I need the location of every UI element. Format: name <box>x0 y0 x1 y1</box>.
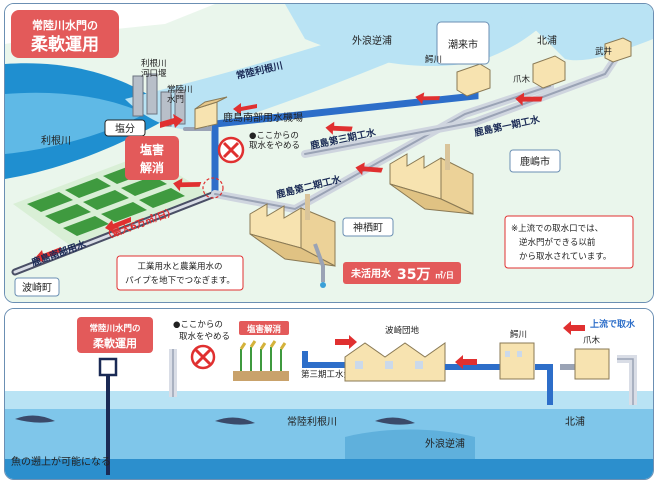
connect-note: 工業用水と農業用水の パイプを地下でつなぎます。 <box>116 255 244 291</box>
outflow-icon <box>313 243 325 282</box>
tsumeki-building-icon <box>574 348 610 380</box>
tone-river-label: 利根川 <box>41 134 71 147</box>
svg-text:塩害: 塩害 <box>140 142 164 157</box>
factory-icon <box>389 144 474 215</box>
weir-gate-icon <box>132 73 186 127</box>
upstream-note: ※上流での取水口では、 逆水門ができる以前 から取水されています。 <box>504 215 634 269</box>
bottom-salt-relief: 塩害解消 <box>239 321 289 335</box>
stop-intake-icon <box>217 136 245 164</box>
svg-text:柔軟運用: 柔軟運用 <box>92 336 137 350</box>
itako-label: 潮来市 <box>436 21 490 65</box>
fish-note: 魚の遡上が可能になる <box>11 455 111 468</box>
hitachi-gate-label-1: 常陸川 <box>167 84 193 95</box>
tsumaki-building-icon <box>499 342 535 380</box>
bottom-stop-intake-icon <box>190 344 216 370</box>
cross-section-panel: 常陸川水門の 柔軟運用 ●ここからの 取水をやめる <box>4 308 654 480</box>
tone-weir-label-1: 利根川 <box>141 58 167 69</box>
stop-intake-label-2: 取水をやめる <box>249 140 300 151</box>
badge-line-2: 柔軟運用 <box>31 34 99 55</box>
rice-planter-icon <box>233 340 289 381</box>
factory-icon <box>249 194 336 267</box>
bottom-badge: 常陸川水門の 柔軟運用 <box>77 317 153 353</box>
map-panel: 常陸川水門の 柔軟運用 利根川 塩分 利根川 河口堰 常陸川 水門 常陸利根川 … <box>4 3 654 303</box>
svg-text:35万: 35万 <box>397 267 430 283</box>
svg-text:㎥/日: ㎥/日 <box>435 270 454 280</box>
bottom-stop-intake-1: ●ここからの <box>173 320 223 330</box>
svg-text:※上流での取水口では、: ※上流での取水口では、 <box>511 223 603 234</box>
bottom-hitachi-tone-label: 常陸利根川 <box>287 415 337 428</box>
cross-section-illustration: 常陸川水門の 柔軟運用 ●ここからの 取水をやめる <box>5 309 653 479</box>
bottom-tsumeki-label: 爪木 <box>583 335 601 346</box>
svg-text:から取水されています。: から取水されています。 <box>519 251 611 262</box>
intake-building-icon <box>456 37 632 97</box>
svg-text:神栖町: 神栖町 <box>353 221 383 234</box>
svg-text:逆水門ができる以前: 逆水門ができる以前 <box>519 237 596 248</box>
tsumeki-label: 爪木 <box>513 74 531 85</box>
kitaura-label: 北浦 <box>537 34 557 47</box>
pump-station-label: 鹿島南部用水機場 <box>223 111 303 124</box>
svg-text:潮来市: 潮来市 <box>448 38 478 51</box>
badge: 常陸川水門の 柔軟運用 <box>11 10 119 58</box>
stop-intake-label-1: ●ここからの <box>249 131 299 141</box>
hasaki-complex-label: 波崎団地 <box>385 325 420 336</box>
svg-text:解消: 解消 <box>140 160 164 175</box>
svg-text:常陸川水門の: 常陸川水門の <box>89 323 140 334</box>
salt-relief-badge: 塩害 解消 <box>125 136 179 180</box>
bottom-tsumaki-label: 鰐川 <box>510 329 527 340</box>
surplus-label: 第三期工水余剰水 <box>301 369 370 380</box>
tone-weir-label-2: 河口堰 <box>141 68 167 79</box>
salt-label: 塩分 <box>104 119 146 137</box>
svg-text:波崎町: 波崎町 <box>22 281 52 294</box>
unused-water-badge: 未活用水 35万 ㎥/日 <box>343 262 461 284</box>
bottom-kitaura-label: 北浦 <box>565 415 585 428</box>
bottom-stop-intake-2: 取水をやめる <box>179 331 230 342</box>
upstream-intake-label: 上流で取水 <box>590 318 636 330</box>
badge-line-1: 常陸川水門の <box>32 18 98 32</box>
junction-marker <box>202 177 224 199</box>
map-illustration: 常陸川水門の 柔軟運用 利根川 塩分 利根川 河口堰 常陸川 水門 常陸利根川 … <box>5 4 653 302</box>
bottom-sotonasakaura-label: 外浪逆浦 <box>425 437 465 450</box>
gate-post-icon <box>98 357 118 475</box>
kamisu-label: 神栖町 <box>342 217 394 237</box>
pump-station-icon <box>194 96 228 130</box>
svg-text:パイプを地下でつなぎます。: パイプを地下でつなぎます。 <box>125 275 235 286</box>
tsumaki-label: 鰐川 <box>425 54 442 65</box>
hasaki-complex-icon <box>344 342 446 382</box>
sotonasakaura-label: 外浪逆浦 <box>352 34 392 47</box>
svg-text:工業用水と農業用水の: 工業用水と農業用水の <box>137 261 222 272</box>
svg-text:塩害解消: 塩害解消 <box>247 324 282 335</box>
hitachi-gate-label-2: 水門 <box>167 94 184 105</box>
fish-icon <box>15 415 415 425</box>
svg-text:未活用水: 未活用水 <box>350 267 392 280</box>
kashima-city-label: 鹿嶋市 <box>509 149 561 173</box>
svg-text:鹿嶋市: 鹿嶋市 <box>520 155 550 168</box>
flow-arrows <box>35 92 543 263</box>
takei-label: 武井 <box>595 46 612 57</box>
hasaki-label: 波崎町 <box>14 277 60 297</box>
svg-text:塩分: 塩分 <box>115 122 135 135</box>
